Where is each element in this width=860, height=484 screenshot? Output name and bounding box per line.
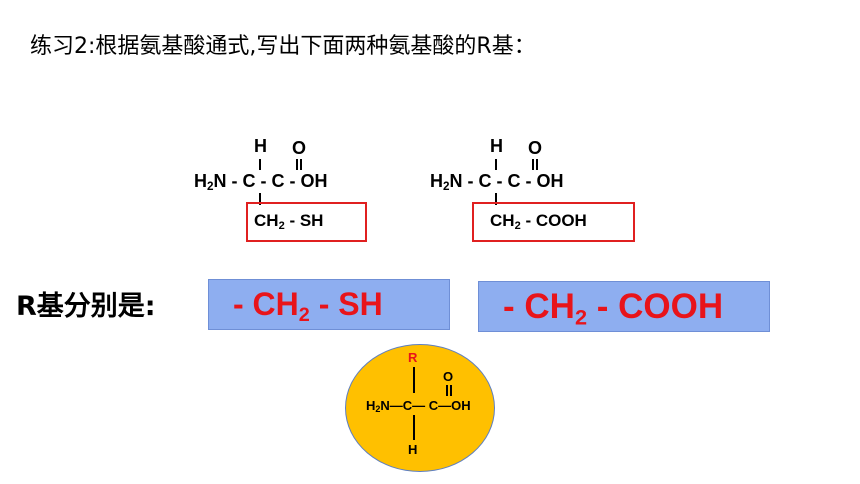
general-formula-bond-o-b <box>450 385 452 396</box>
general-formula-bond-r <box>413 367 415 393</box>
molecule-1-o-top: O <box>292 138 307 158</box>
molecule-2-bond-h <box>495 159 497 170</box>
molecule-1-side-chain: CH2 - SH <box>254 211 324 232</box>
answer-box-2: - CH2 - COOH <box>478 281 770 332</box>
molecule-2-bond-side <box>495 193 497 205</box>
r-group-label: R基分别是: <box>16 291 156 322</box>
molecule-2-r-group-box <box>472 202 635 242</box>
molecule-1-main-chain: H2N - C - C - OH <box>194 171 328 193</box>
molecule-1-r-group-box <box>246 202 367 242</box>
molecule-2-side-chain: CH2 - COOH <box>490 211 587 232</box>
molecule-2-h-top: H <box>490 136 503 156</box>
general-formula-r: R <box>408 350 418 365</box>
molecule-1-bond-h <box>259 159 261 170</box>
general-formula-h: H <box>408 442 418 457</box>
molecule-2-o-top: O <box>528 138 543 158</box>
molecule-1-bond-o-b <box>300 159 302 170</box>
general-formula-bond-o-a <box>446 385 448 396</box>
answer-box-1: - CH2 - SH <box>208 279 450 330</box>
molecule-2-main-chain: H2N - C - C - OH <box>430 171 564 193</box>
molecule-1-bond-side <box>259 193 261 205</box>
general-formula-main-chain: H2N—C— C—OH <box>366 398 471 414</box>
molecule-2-bond-o-b <box>536 159 538 170</box>
general-formula-o: O <box>443 369 454 384</box>
general-formula-bond-h <box>413 415 415 440</box>
molecule-2-bond-o-a <box>532 159 534 170</box>
answer-2-text: - CH2 - COOH <box>503 287 724 330</box>
general-formula-ellipse <box>345 344 495 472</box>
answer-1-text: - CH2 - SH <box>233 286 383 326</box>
exercise-title: 练习2:根据氨基酸通式,写出下面两种氨基酸的R基： <box>30 34 536 59</box>
molecule-1-bond-o-a <box>296 159 298 170</box>
molecule-1-h-top: H <box>254 136 267 156</box>
